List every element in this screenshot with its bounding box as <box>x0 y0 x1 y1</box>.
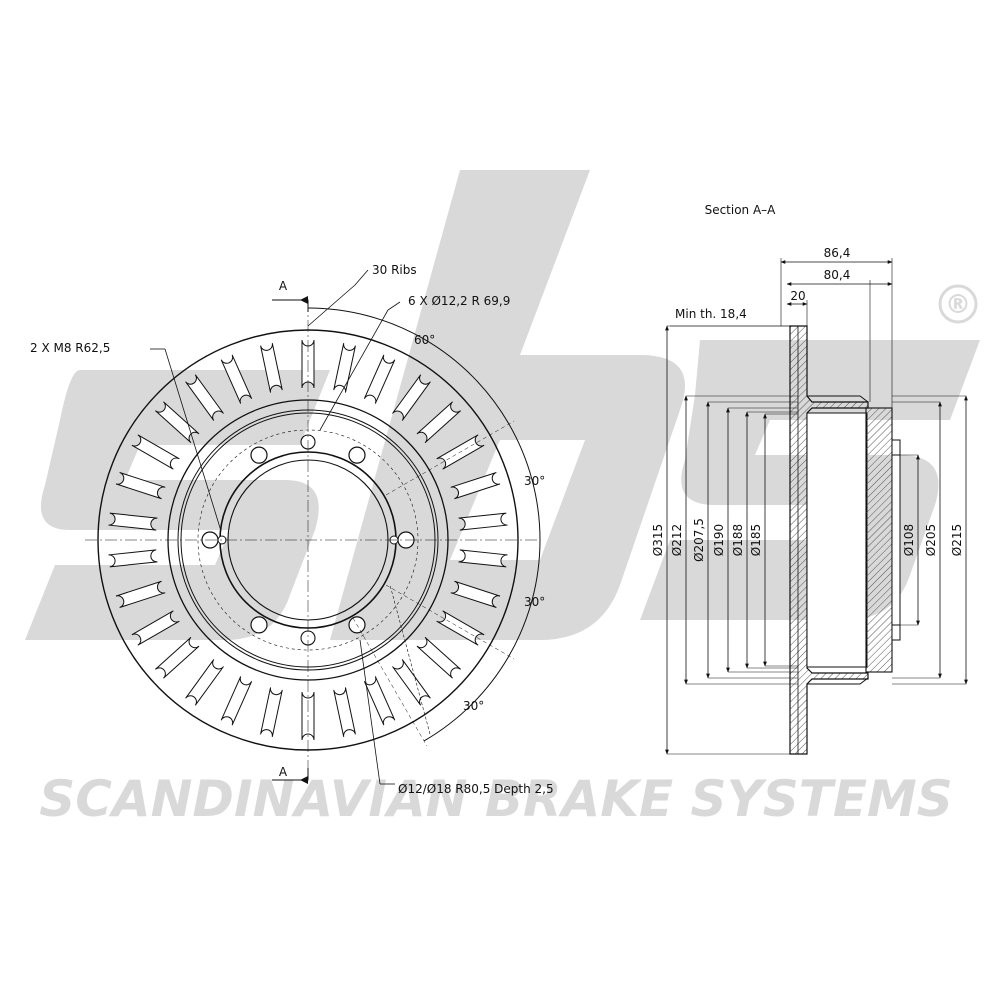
rib-slot <box>115 472 166 500</box>
bolt-holes-label: 6 X Ø12,2 R 69,9 <box>408 294 510 308</box>
rib-slot <box>155 636 200 679</box>
hub-holes-leader <box>359 639 381 785</box>
diameter-label: Ø205 <box>924 524 938 556</box>
section-view <box>665 258 968 755</box>
rib-slot <box>115 580 166 608</box>
diameter-label: Ø185 <box>749 524 763 556</box>
diameter-label: Ø215 <box>950 524 964 556</box>
rib-slot <box>333 343 356 393</box>
rib-slot <box>260 687 283 737</box>
rib-slot <box>450 472 501 500</box>
bolt-hole <box>348 446 366 464</box>
hub-spigot <box>891 439 901 641</box>
diameter-label: Ø212 <box>670 524 684 556</box>
angle-right-upper-label: 30° <box>524 474 545 488</box>
rib-slot <box>416 401 461 444</box>
diameter-label: Ø315 <box>651 524 665 556</box>
registered-circle <box>938 284 978 324</box>
bolt-hole <box>250 616 268 634</box>
dim-hat-width-label: 80,4 <box>824 268 851 282</box>
registered-mark: ® <box>945 290 971 320</box>
bolt-hole <box>250 446 268 464</box>
angle-right-lower-label: 30° <box>524 595 545 609</box>
angle-top-label: 60° <box>414 333 435 347</box>
rib-slot <box>458 512 508 531</box>
rib-slot <box>220 676 253 726</box>
angle-arcs <box>307 307 541 742</box>
ribs-group <box>108 339 508 741</box>
section-mark-bottom: A <box>279 765 288 779</box>
rib-slot <box>333 687 356 737</box>
min-thickness-label: Min th. 18,4 <box>675 307 747 321</box>
diameter-labels: Ø315 Ø212 Ø207,5 Ø190 Ø188 Ø185 Ø108 Ø205 Ø215 <box>651 518 964 562</box>
bolt-holes-leader <box>319 309 389 431</box>
diameter-label: Ø188 <box>731 524 745 556</box>
section-title: Section A–A <box>705 203 777 217</box>
dim-overall-width-label: 86,4 <box>824 246 851 260</box>
angle-bottom-label: 30° <box>463 699 484 713</box>
thread-leader <box>164 348 222 532</box>
rib-slot <box>392 374 431 421</box>
diameter-label: Ø190 <box>712 524 726 556</box>
rib-slot <box>363 676 396 726</box>
dim-disc-thickness-label: 20 <box>790 289 805 303</box>
rib-slot <box>260 343 283 393</box>
section-arrow-top <box>272 299 309 312</box>
rib-slot <box>416 636 461 679</box>
diameter-label: Ø207,5 <box>692 518 706 562</box>
rib-slot <box>450 580 501 608</box>
hub-face <box>865 407 893 673</box>
diameter-label: Ø108 <box>902 524 916 556</box>
brand-watermark-text: SCANDINAVIAN BRAKE SYSTEMS <box>39 770 953 828</box>
ribs-leader <box>307 284 356 327</box>
rib-slot <box>392 659 431 706</box>
ribs-label: 30 Ribs <box>372 263 417 277</box>
front-view <box>85 269 541 785</box>
rib-slot <box>108 549 158 568</box>
rib-slot <box>185 659 224 706</box>
thread-label: 2 X M8 R62,5 <box>30 341 110 355</box>
diameter-dimension-lines <box>665 325 968 755</box>
hub-holes-label: Ø12/Ø18 R80,5 Depth 2,5 <box>398 782 554 796</box>
hat-cylinder <box>806 412 868 668</box>
section-mark-top: A <box>279 279 288 293</box>
rib-slot <box>131 610 180 646</box>
rib-slot <box>363 354 396 404</box>
